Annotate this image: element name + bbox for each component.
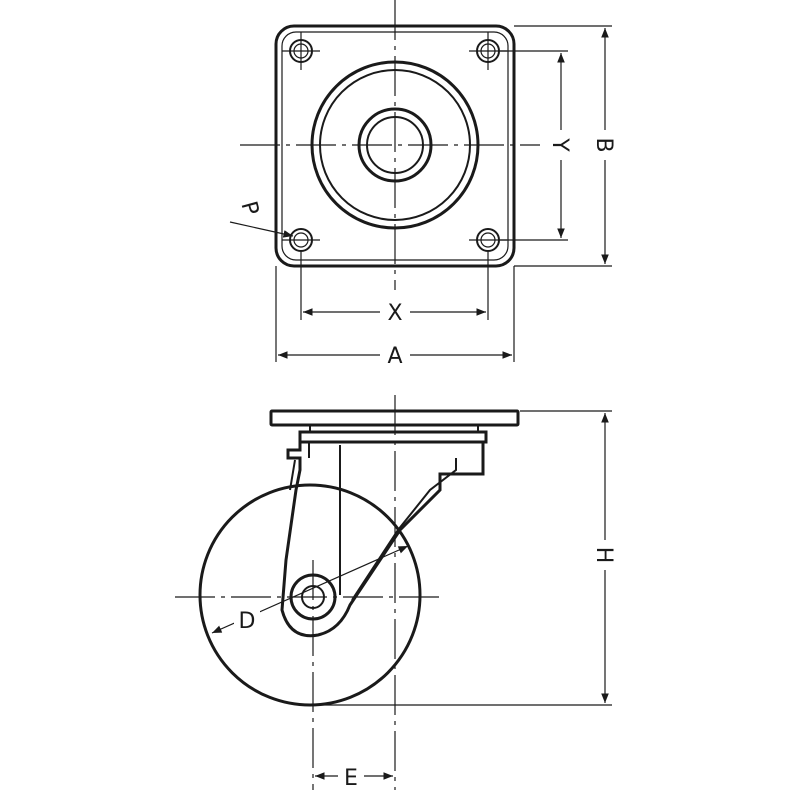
dimension-b-label: B — [591, 137, 616, 152]
dimension-e-label: E — [344, 766, 358, 791]
dimension-p-label: P — [235, 199, 263, 218]
dimension-p-leader — [229, 221, 294, 238]
dimension-h-label: H — [591, 547, 616, 564]
wheel-outline — [198, 483, 422, 707]
top-view: X A Y B P — [229, 0, 619, 369]
dimension-d-label: D — [239, 609, 256, 634]
dimension-y-label: Y — [547, 137, 572, 152]
dimension-x-label: X — [387, 301, 402, 326]
fork-bracket — [280, 440, 485, 638]
dimension-a-label: A — [387, 344, 402, 369]
side-view: D H E — [175, 395, 619, 791]
